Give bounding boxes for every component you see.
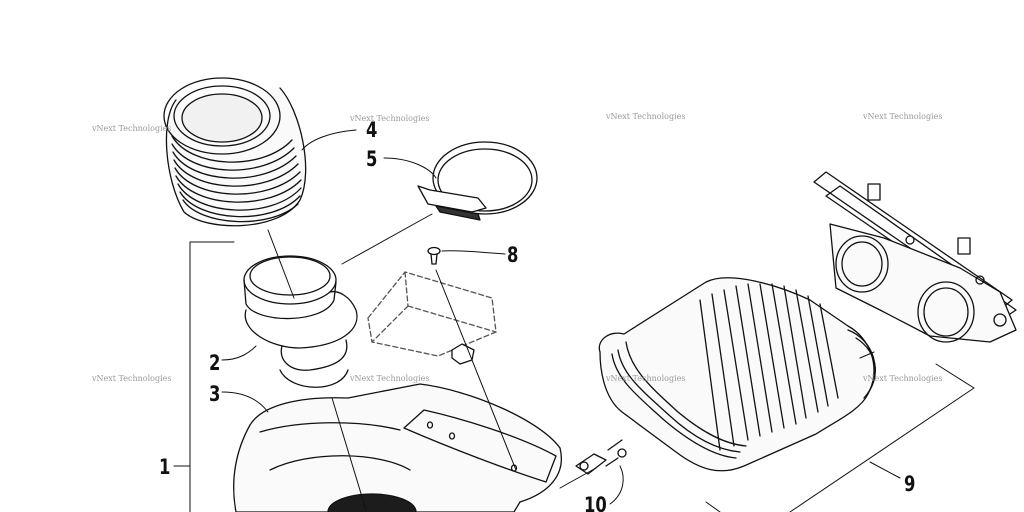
callout-5: 5	[366, 148, 377, 171]
intake-duct-part	[598, 277, 876, 472]
callout-9: 9	[904, 473, 915, 496]
phantom-mount-box	[367, 271, 497, 357]
hose-clamp-part	[417, 141, 538, 221]
bellows-boot-part	[163, 77, 307, 227]
bracket-part	[575, 439, 627, 475]
callout-8: 8	[507, 244, 518, 267]
watermark-4: vNext Technologies	[863, 112, 943, 121]
airbox-housing-part	[233, 383, 562, 512]
leader-lines	[173, 129, 975, 512]
watermark-7: vNext Technologies	[606, 374, 686, 383]
watermark-8: vNext Technologies	[863, 374, 943, 383]
watermark-3: vNext Technologies	[606, 112, 686, 121]
watermark-6: vNext Technologies	[350, 374, 430, 383]
callout-4: 4	[366, 119, 377, 142]
watermark-2: vNext Technologies	[350, 114, 430, 123]
throttle-body-assembly	[813, 171, 1017, 343]
screw-part	[427, 246, 441, 265]
nut-part	[451, 343, 475, 365]
intake-adapter-part	[243, 255, 358, 388]
watermark-1: vNext Technologies	[92, 124, 172, 133]
callout-labels: 4 5 8 2 3 1 9 10	[159, 119, 915, 512]
callout-10: 10	[584, 494, 607, 512]
watermark-5: vNext Technologies	[92, 374, 172, 383]
callout-1: 1	[159, 456, 170, 479]
callout-3: 3	[209, 383, 220, 406]
callout-2: 2	[209, 352, 220, 375]
